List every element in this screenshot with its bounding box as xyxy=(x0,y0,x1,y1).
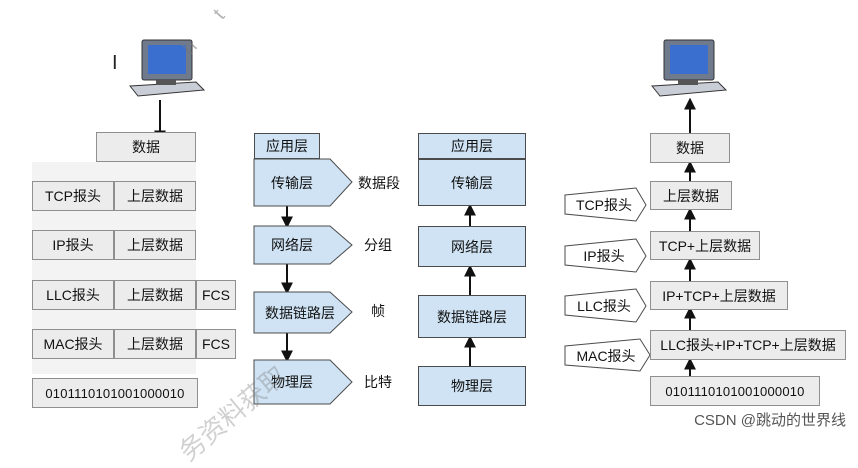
mid-physical-layer: 物理层 xyxy=(271,374,313,390)
left-row-llc-fcs: FCS xyxy=(196,280,236,310)
left-row-tcp-header: TCP报头 xyxy=(32,181,114,211)
right-tag-shape-2 xyxy=(564,238,647,273)
left-row-tcp-payload: 上层数据 xyxy=(114,181,196,211)
pdu-label-frame: 帧 xyxy=(371,303,385,319)
mid-network-layer: 网络层 xyxy=(271,237,313,253)
right-data-box: 数据 xyxy=(650,133,730,163)
diagram-stage: I 数据 TCP报头 上层数据 IP报头 上层数据 LLC报头 上层数据 FCS… xyxy=(32,0,846,467)
right-content-4: LLC报头+IP+TCP+上层数据 xyxy=(650,330,846,360)
left-row-llc-payload: 上层数据 xyxy=(114,280,196,310)
text-cursor-icon: I xyxy=(112,52,118,74)
mid-application-layer: 应用层 xyxy=(254,133,320,159)
left-row-llc-header: LLC报头 xyxy=(32,280,114,310)
receiver-computer-icon xyxy=(651,39,728,97)
mid-physical-shape xyxy=(253,359,353,405)
left-data-box: 数据 xyxy=(96,132,196,162)
left-row-mac-header: MAC报头 xyxy=(32,329,114,359)
left-row-mac-fcs: FCS xyxy=(196,329,236,359)
right-tag-tcp: TCP报头 xyxy=(576,197,632,213)
mid-datalink-shape xyxy=(253,291,353,334)
recv-application-layer: 应用层 xyxy=(418,133,526,159)
right-content-1: 上层数据 xyxy=(650,181,732,210)
right-content-3: IP+TCP+上层数据 xyxy=(650,281,788,310)
mid-transport-layer: 传输层 xyxy=(271,174,313,191)
recv-datalink-layer: 数据链路层 xyxy=(418,295,526,338)
left-bits-box: 0101110101001000010 xyxy=(32,378,198,408)
left-row-mac-payload: 上层数据 xyxy=(114,329,196,359)
connector-layer xyxy=(154,97,696,405)
right-tag-ip: IP报头 xyxy=(583,248,625,264)
mid-network-shape xyxy=(253,225,353,265)
mid-datalink-layer: 数据链路层 xyxy=(265,304,335,321)
pdu-label-packet: 分组 xyxy=(364,237,392,253)
sender-computer-icon xyxy=(129,39,206,97)
mid-transport-shape xyxy=(253,158,353,207)
recv-physical-layer: 物理层 xyxy=(418,366,526,406)
right-tag-shape-1 xyxy=(564,187,647,222)
right-tag-shape-3 xyxy=(564,288,647,323)
right-tag-shape-4 xyxy=(564,338,651,372)
pdu-label-bit: 比特 xyxy=(364,374,392,390)
left-row-ip-header: IP报头 xyxy=(32,230,114,260)
recv-network-layer: 网络层 xyxy=(418,226,526,267)
left-row-ip-payload: 上层数据 xyxy=(114,230,196,260)
right-tag-llc: LLC报头 xyxy=(577,298,631,314)
right-content-2: TCP+上层数据 xyxy=(650,231,760,260)
right-tag-mac: MAC报头 xyxy=(576,348,636,364)
recv-transport-layer: 传输层 xyxy=(418,159,526,206)
csdn-credit: CSDN @跳动的世界线 xyxy=(694,412,846,429)
right-bits-box: 0101110101001000010 xyxy=(650,376,820,406)
pdu-label-segment: 数据段 xyxy=(358,175,400,191)
